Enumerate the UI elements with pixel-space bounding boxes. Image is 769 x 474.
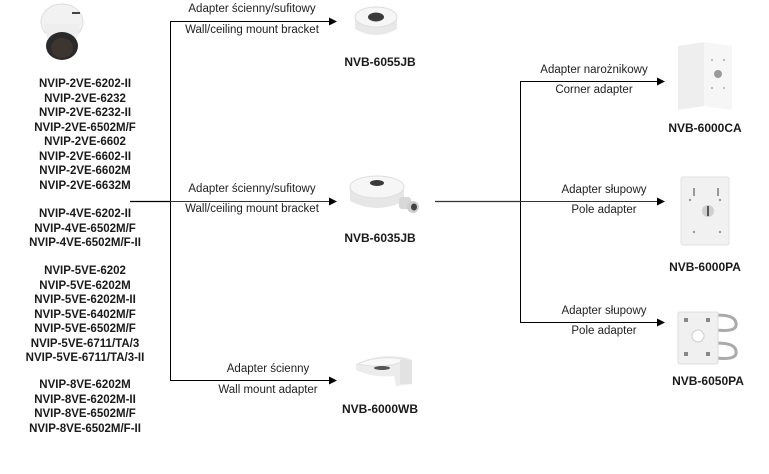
- dome-camera-icon: [40, 3, 84, 60]
- product-code: NVB-6000CA: [668, 121, 742, 135]
- adapter-label-en: Pole adapter: [571, 204, 637, 216]
- adapter-label-en: Wall/ceiling mount bracket: [185, 203, 319, 215]
- camera-model: NVIP-2VE-6602: [44, 136, 126, 148]
- adapter-label-en: Wall mount adapter: [218, 384, 318, 396]
- adapter-label-pl: Adapter ścienny/sufitowy: [188, 183, 316, 195]
- junction-box-icon: [354, 6, 398, 35]
- camera-model: NVIP-2VE-6232-II: [38, 107, 132, 119]
- adapter-label-pl: Adapter słupowy: [561, 305, 647, 317]
- camera-model: NVIP-4VE-6502M/F-II: [29, 237, 141, 249]
- camera-model: NVIP-5VE-6202M-II: [34, 294, 136, 306]
- camera-model: NVIP-5VE-6502M/F: [34, 323, 136, 335]
- camera-models-group-2ve: NVIP-2VE-6202-II NVIP-2VE-6232 NVIP-2VE-…: [0, 77, 170, 193]
- camera-models-group-4ve: NVIP-4VE-6202-II NVIP-4VE-6502M/F NVIP-4…: [0, 207, 170, 251]
- product-code: NVB-6055JB: [344, 55, 416, 69]
- camera-model: NVIP-8VE-6502M/F-II: [29, 422, 141, 435]
- camera-model: NVIP-2VE-6602-II: [38, 150, 132, 163]
- camera-model: NVIP-4VE-6502M/F: [34, 222, 136, 235]
- adapter-label-pl: Adapter ścienny: [226, 363, 310, 375]
- adapter-label-en: Wall/ceiling mount bracket: [185, 24, 319, 36]
- adapter-label-pl: Adapter ścienny/sufitowy: [188, 3, 316, 15]
- camera-model: NVIP-5VE-6711/TA/3: [30, 337, 140, 350]
- camera-models-group-8ve: NVIP-8VE-6202M NVIP-8VE-6202M-II NVIP-8V…: [0, 378, 170, 436]
- adapter-label-pl: Adapter narożnikowy: [540, 64, 648, 76]
- pole-plate-icon: [680, 176, 730, 246]
- camera-model: NVIP-8VE-6202M-II: [34, 393, 136, 406]
- adapter-label-en: Corner adapter: [555, 84, 633, 96]
- adapter-label-en: Pole adapter: [571, 325, 637, 337]
- camera-models-group-5ve: NVIP-5VE-6202 NVIP-5VE-6202M NVIP-5VE-62…: [0, 264, 170, 366]
- camera-model: NVIP-5VE-6202: [44, 265, 126, 277]
- camera-model: NVIP-5VE-6711/TA/3-II: [25, 352, 145, 364]
- product-code: NVB-6000WB: [341, 402, 419, 416]
- pole-clamp-icon: [677, 311, 738, 365]
- corner-adapter-icon: [678, 42, 732, 110]
- product-code: NVB-6035JB: [344, 231, 416, 245]
- product-code: NVB-6000PA: [669, 260, 741, 274]
- camera-model: NVIP-5VE-6402M/F: [34, 308, 136, 321]
- camera-model: NVIP-4VE-6202-II: [38, 208, 132, 220]
- camera-model: NVIP-2VE-6602M: [39, 165, 131, 177]
- adapter-label-pl: Adapter słupowy: [561, 184, 647, 196]
- camera-model: NVIP-2VE-6232: [44, 92, 126, 105]
- camera-model: NVIP-2VE-6632M: [39, 179, 131, 192]
- camera-model: NVIP-5VE-6202M: [39, 279, 131, 292]
- camera-model: NVIP-8VE-6202M: [39, 379, 131, 391]
- junction-box-gland-icon: [349, 175, 419, 213]
- product-code: NVB-6050PA: [672, 374, 744, 388]
- camera-model: NVIP-8VE-6502M/F: [34, 408, 136, 420]
- camera-model: NVIP-2VE-6202-II: [38, 78, 132, 90]
- wall-mount-icon: [356, 356, 412, 386]
- camera-model: NVIP-2VE-6502M/F: [34, 121, 136, 134]
